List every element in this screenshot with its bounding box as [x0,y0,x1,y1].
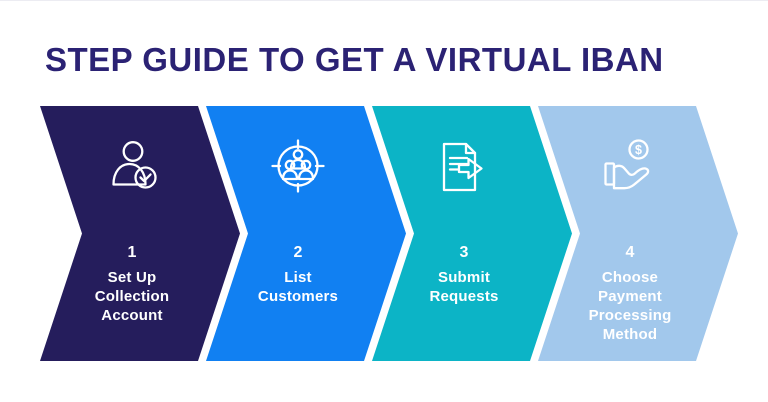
check-mark [139,173,152,183]
customers-target-icon [271,139,325,193]
document-arrow-icon [442,142,483,192]
submit-arrow [457,157,483,180]
chevron-step-2 [206,106,406,361]
user-head [122,141,144,162]
check-badge [134,166,157,189]
step-4-label: Choose Payment Processing Method [588,269,672,343]
document-fold [464,142,477,155]
step-4-number: 4 [625,244,635,261]
step-4-content: 4 Choose Payment Processing Method [550,244,710,344]
step-1-content: 1 Set Up Collection Account [52,244,212,325]
hand-palm [612,164,650,190]
step-3-content: 3 Submit Requests [384,244,544,306]
user-check-icon [112,141,157,189]
chevron-step-4 [538,106,738,361]
document-outline [442,142,477,192]
hand-cuff [604,162,616,186]
step-3-label: Submit Requests [429,269,499,305]
person-top-head [292,149,304,160]
step-3-number: 3 [459,244,469,261]
person-left-body [281,169,299,181]
user-body [112,162,147,186]
hand-dollar-icon: $ [604,139,650,190]
step-2-label: List Customers [257,269,339,305]
person-left-head [284,159,296,171]
person-right-body [297,169,315,181]
step-2-content: 2 List Customers [218,244,378,306]
chevron-step-3 [372,106,572,361]
step-1-number: 1 [127,244,137,261]
dollar-sign: $ [635,143,642,157]
coin-circle [628,139,649,160]
step-2-number: 2 [293,244,303,261]
chevron-step-1 [40,106,240,361]
page-title: STEP GUIDE TO GET A VIRTUAL IBAN [45,41,664,78]
person-right-head [300,159,312,171]
step-1-label: Set Up Collection Account [94,269,170,324]
person-top-body [289,158,307,170]
